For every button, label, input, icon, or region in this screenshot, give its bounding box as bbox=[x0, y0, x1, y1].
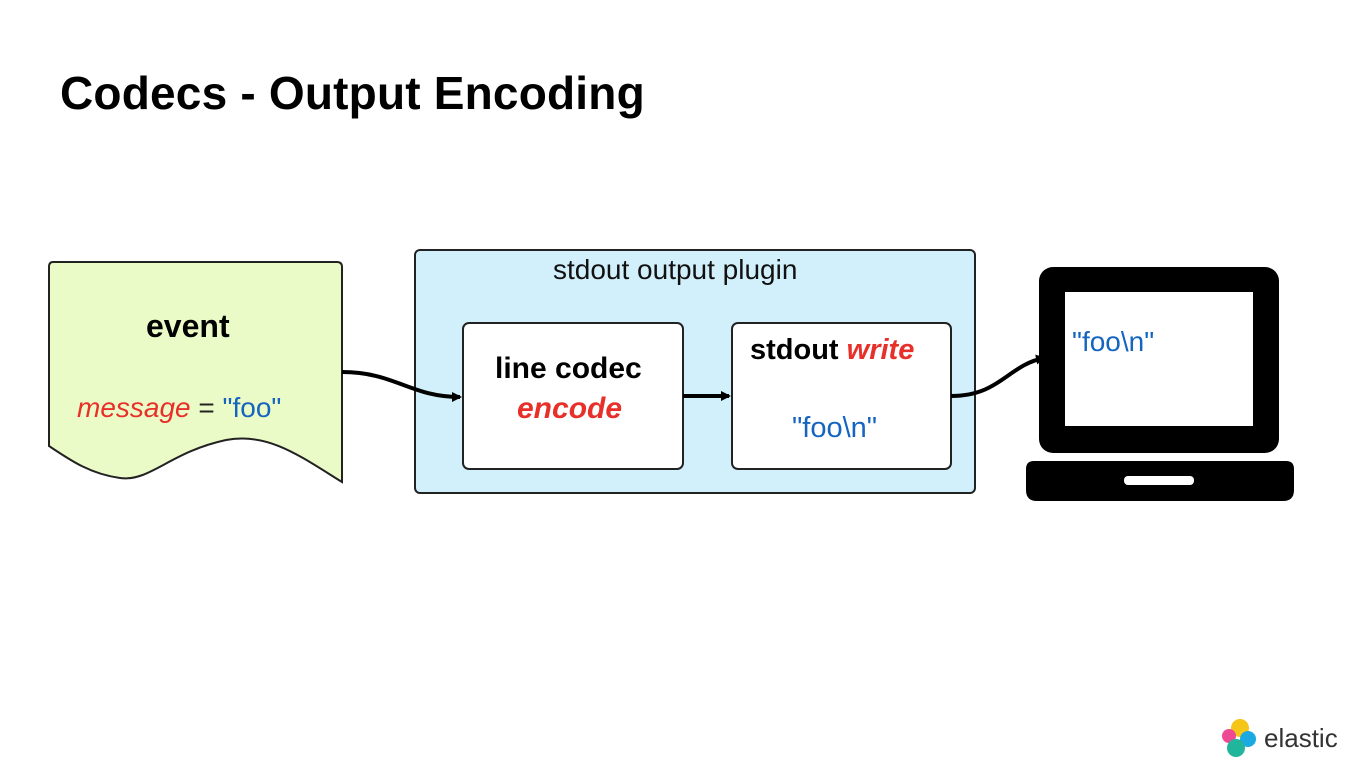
brand-name: elastic bbox=[1264, 722, 1338, 753]
codec-title: line codec bbox=[495, 352, 642, 385]
terminal-output: "foo\n" bbox=[1072, 326, 1155, 357]
arrow-event-to-codec bbox=[341, 370, 462, 402]
write-title: stdout write bbox=[750, 334, 914, 367]
brand-logo: elastic bbox=[1218, 718, 1338, 758]
write-name: stdout bbox=[750, 334, 839, 366]
elastic-logo-icon bbox=[1222, 719, 1256, 757]
write-output: "foo\n" bbox=[792, 412, 878, 444]
event-title: event bbox=[146, 308, 230, 344]
write-action: write bbox=[846, 334, 915, 366]
plugin-title: stdout output plugin bbox=[553, 254, 798, 285]
event-message: message = "foo" bbox=[77, 392, 281, 424]
page-title: Codecs - Output Encoding bbox=[60, 67, 645, 119]
event-equals: = bbox=[198, 392, 215, 423]
arrow-write-to-laptop bbox=[950, 354, 1046, 398]
codec-action: encode bbox=[517, 392, 623, 425]
event-document-shape bbox=[48, 261, 343, 484]
event-field: message bbox=[77, 392, 191, 423]
laptop-icon bbox=[1026, 267, 1294, 501]
event-value: "foo" bbox=[222, 392, 282, 423]
